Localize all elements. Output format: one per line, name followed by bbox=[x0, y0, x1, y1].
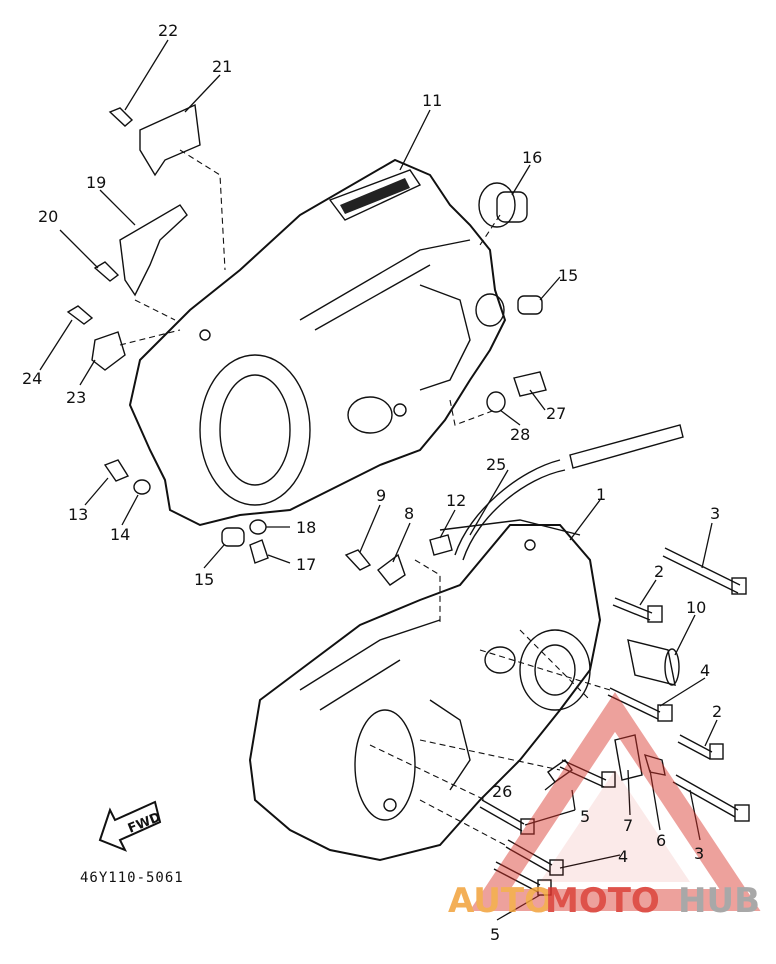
assembly-lines bbox=[119, 149, 611, 846]
callout-1: 1 bbox=[596, 485, 606, 504]
callout-3-upper: 3 bbox=[710, 504, 720, 523]
bolt-13 bbox=[103, 459, 130, 482]
callout-9: 9 bbox=[376, 486, 386, 505]
callout-27: 27 bbox=[546, 404, 566, 423]
callout-28: 28 bbox=[510, 425, 530, 444]
callout-14: 14 bbox=[110, 525, 130, 544]
gasket-19 bbox=[119, 204, 188, 297]
callout-18: 18 bbox=[296, 518, 316, 537]
dowel-15-lower bbox=[221, 527, 245, 547]
watermark: AUTO MOTO HUB bbox=[448, 692, 761, 921]
fitting-17 bbox=[249, 539, 269, 564]
callout-21: 21 bbox=[212, 57, 232, 76]
callout-19: 19 bbox=[86, 173, 106, 192]
pin-12 bbox=[429, 534, 453, 556]
leader-lines bbox=[39, 39, 718, 921]
seal-16 bbox=[478, 182, 516, 228]
clip-6 bbox=[643, 753, 666, 776]
callout-23: 23 bbox=[66, 388, 86, 407]
bracket-8 bbox=[377, 553, 406, 586]
callout-17: 17 bbox=[296, 555, 316, 574]
callout-4-upper: 4 bbox=[700, 661, 710, 680]
watermark-auto: AUTO bbox=[448, 881, 553, 921]
plate-21 bbox=[139, 103, 201, 177]
callout-25: 25 bbox=[486, 455, 506, 474]
callout-22: 22 bbox=[158, 21, 178, 40]
bracket-23 bbox=[91, 331, 126, 371]
callout-8: 8 bbox=[404, 504, 414, 523]
callout-26: 26 bbox=[492, 782, 512, 801]
callout-5-upper: 5 bbox=[580, 807, 590, 826]
callout-7: 7 bbox=[623, 816, 633, 835]
pin-26 bbox=[547, 759, 573, 783]
bolts bbox=[479, 547, 750, 896]
callout-15-lower: 15 bbox=[194, 570, 214, 589]
callout-20: 20 bbox=[38, 207, 58, 226]
callout-11: 11 bbox=[422, 91, 442, 110]
collar-7 bbox=[614, 734, 643, 781]
screw-22 bbox=[108, 107, 134, 127]
watermark-hub: HUB bbox=[678, 881, 760, 921]
screw-9 bbox=[344, 549, 372, 571]
callout-13: 13 bbox=[68, 505, 88, 524]
small-parts bbox=[66, 103, 680, 783]
plug-27 bbox=[513, 371, 547, 397]
callout-15-upper: 15 bbox=[558, 266, 578, 285]
callout-2-upper: 2 bbox=[654, 562, 664, 581]
washer-28 bbox=[486, 391, 506, 413]
washer-14 bbox=[133, 479, 151, 495]
fwd-arrow: FWD bbox=[98, 800, 163, 852]
breather-hose-25 bbox=[454, 424, 684, 561]
callout-16: 16 bbox=[522, 148, 542, 167]
callout-10: 10 bbox=[686, 598, 706, 617]
callout-3-lower: 3 bbox=[694, 844, 704, 863]
collar-10 bbox=[627, 639, 676, 686]
callout-5-lower: 5 bbox=[490, 925, 500, 944]
callout-6: 6 bbox=[656, 831, 666, 850]
callout-24: 24 bbox=[22, 369, 42, 388]
washer-18 bbox=[249, 519, 267, 535]
crankcase-half-11 bbox=[128, 158, 507, 527]
screw-24 bbox=[66, 305, 94, 325]
dowel-15-upper bbox=[517, 295, 543, 315]
callouts: 22 21 19 20 24 23 11 16 15 27 28 25 13 1… bbox=[22, 21, 722, 944]
crankcase-half-1 bbox=[248, 519, 602, 862]
callout-4-lower: 4 bbox=[618, 847, 628, 866]
screw-20 bbox=[93, 261, 120, 282]
watermark-moto: MOTO bbox=[545, 881, 660, 921]
callout-12: 12 bbox=[446, 491, 466, 510]
drawing-code: 46Y110-5061 bbox=[80, 870, 184, 886]
callout-2-lower: 2 bbox=[712, 702, 722, 721]
